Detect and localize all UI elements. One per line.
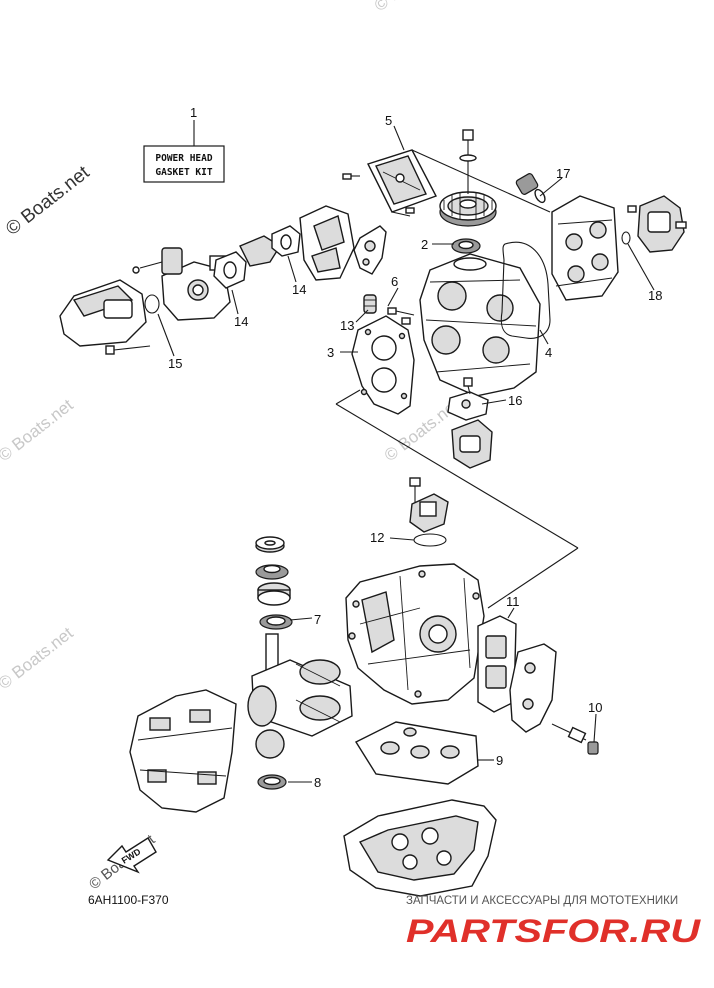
watermark-main: © Boats.net (2, 162, 94, 240)
callout-18: 18 (648, 288, 662, 303)
callout-5: 5 (385, 113, 392, 128)
callout-13: 13 (340, 318, 354, 333)
leader-lines (157, 177, 655, 783)
watermark-text: © Boats.net (0, 623, 77, 693)
callout-9: 9 (496, 753, 503, 768)
callout-15: 15 (168, 356, 182, 371)
fwd-arrow-icon: FWD (106, 837, 157, 874)
intake-group (59, 205, 355, 355)
callout-16: 16 (508, 393, 522, 408)
crankcase-group (129, 689, 237, 813)
callout-12: 12 (370, 530, 384, 545)
cylinder-head-group (335, 125, 579, 609)
callout-14a: 14 (234, 314, 248, 329)
bottom-casing-group (343, 799, 497, 897)
site-logo: PARTSFOR.RU (406, 913, 701, 949)
diagram-code: 6AH1100-F370 (88, 893, 169, 907)
callout-10: 10 (588, 700, 602, 715)
watermark-text: © Boats.net (371, 0, 453, 15)
crankshaft-group (247, 536, 353, 790)
callout-17: 17 (556, 166, 570, 181)
callout-6: 6 (391, 274, 398, 289)
anode-group (447, 377, 493, 469)
callout-3: 3 (327, 345, 334, 360)
gasket-9-group (354, 721, 479, 785)
watermark-text: © Boats.net (0, 395, 77, 465)
kit-label-line2: GASKET KIT (155, 167, 212, 178)
callout-7: 7 (314, 612, 321, 627)
callout-8: 8 (314, 775, 321, 790)
cylinder-block-group (345, 563, 599, 755)
exhaust-cover-group (515, 173, 687, 301)
site-caption: ЗАПЧАСТИ И АКСЕССУАРЫ ДЛЯ МОТОТЕХНИКИ (406, 895, 678, 907)
callout-14b: 14 (292, 282, 306, 297)
callout-1: 1 (190, 105, 197, 120)
kit-label-box: POWER HEAD GASKET KIT (143, 120, 225, 183)
callout-11: 11 (506, 594, 520, 609)
callout-labels: 1 2 3 4 5 6 7 8 9 10 11 12 13 14 14 15 1… (168, 105, 662, 790)
callout-2: 2 (421, 237, 428, 252)
thermostat-housing-group (409, 477, 449, 547)
callout-4: 4 (545, 345, 552, 360)
kit-label-line1: POWER HEAD (155, 153, 212, 164)
